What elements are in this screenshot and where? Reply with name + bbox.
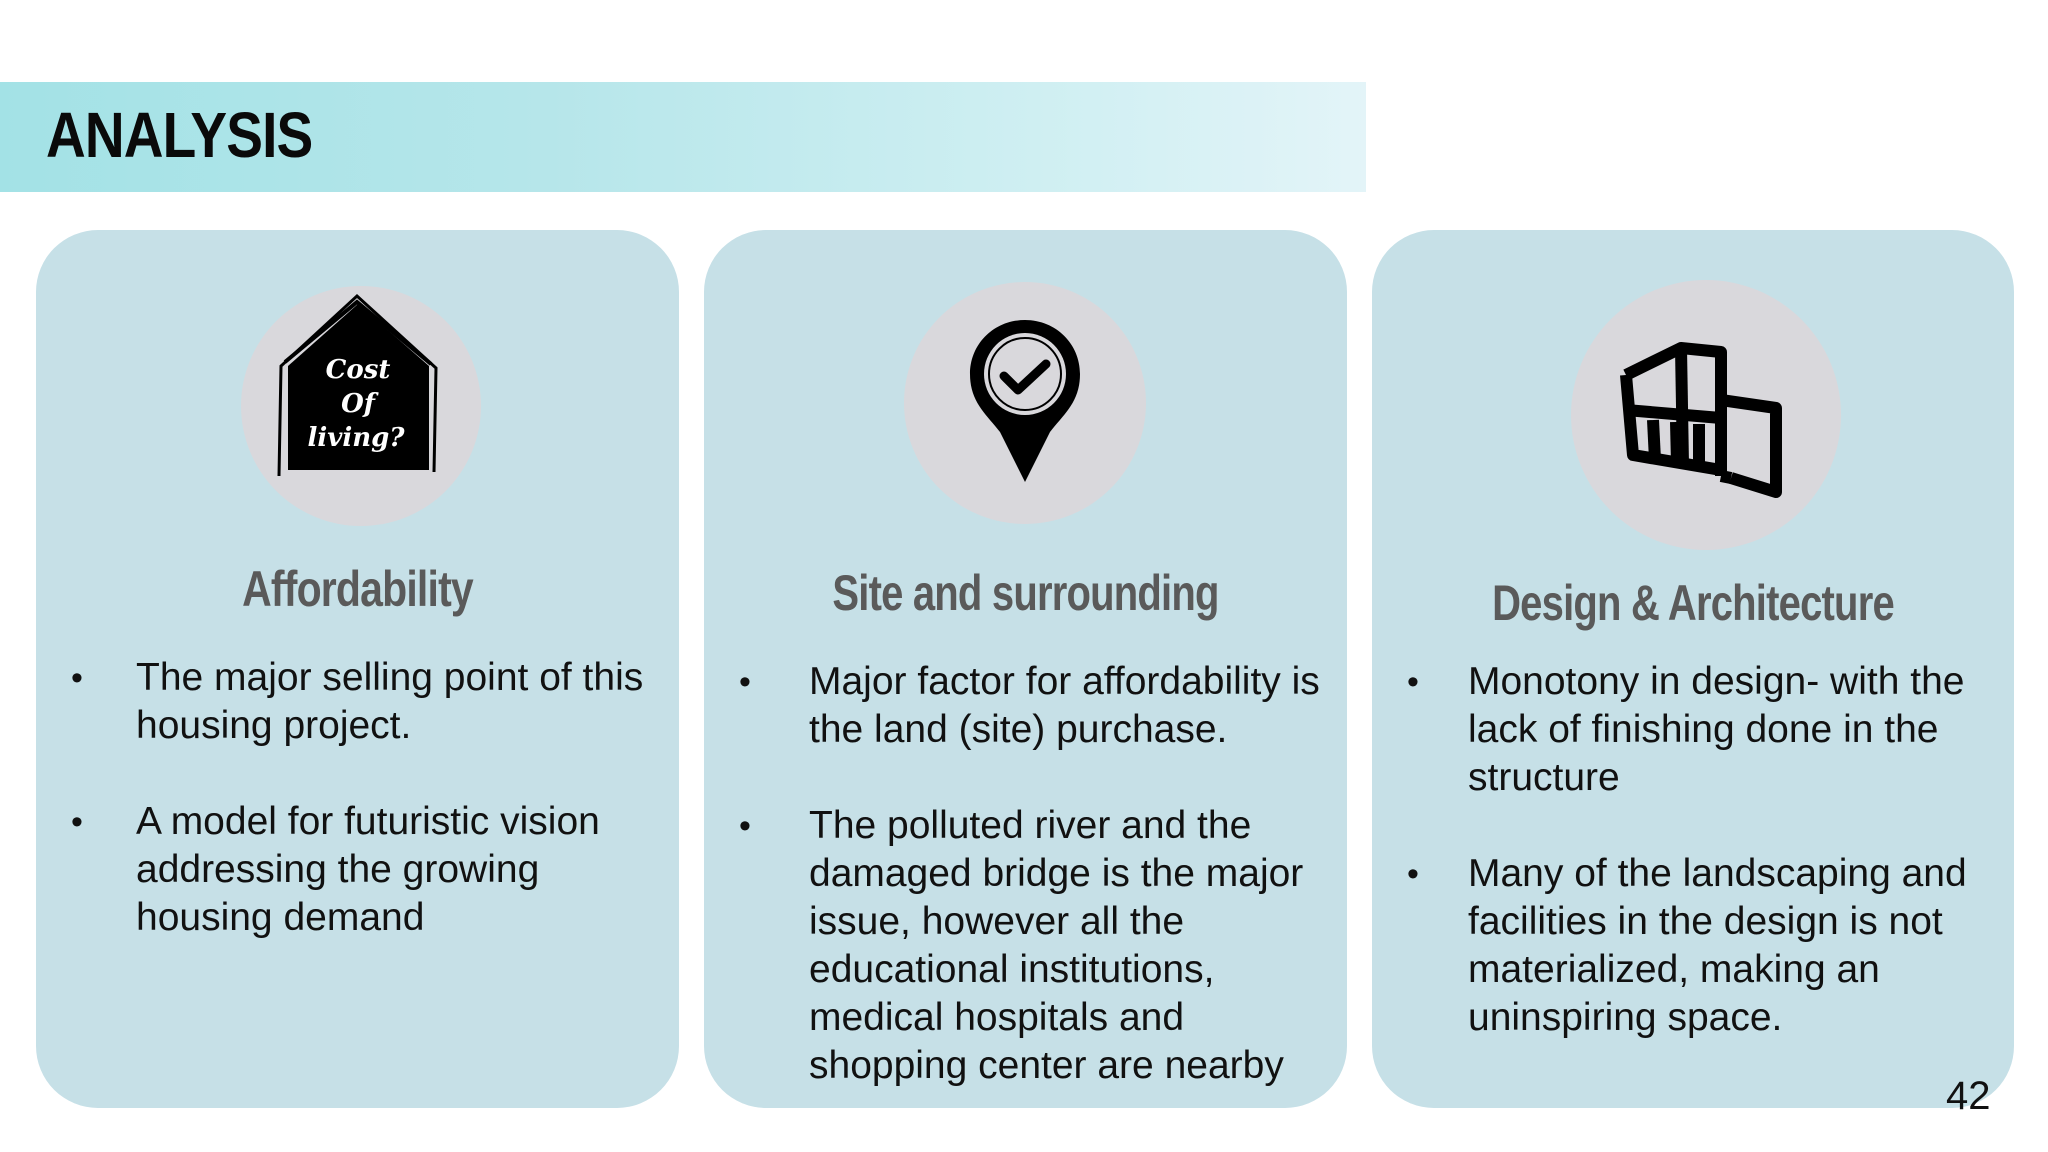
list-item: •The major selling point of this housing… — [71, 656, 644, 747]
icon-circle: Cost Of living? — [241, 286, 481, 526]
list-item: •Many of the landscaping and facilities … — [1407, 852, 1967, 1039]
card-affordability: Cost Of living? Affordability •The major… — [36, 230, 679, 1108]
card-heading: Design & Architecture — [1492, 575, 1895, 631]
house-icon-text-line2: Of — [341, 389, 379, 419]
page-number: 42 — [1946, 1074, 1991, 1118]
bullet-list: •The major selling point of this housing… — [36, 654, 676, 990]
list-item: • A model for futuristic vision addressi… — [71, 800, 600, 939]
card-heading: Affordability — [242, 561, 474, 617]
list-item: •The polluted river and the damaged brid… — [739, 804, 1304, 1087]
bullet-text: The polluted river and the damaged bridg… — [809, 804, 1304, 1087]
building-icon — [1620, 342, 1782, 498]
slide-title: ANALYSIS — [46, 99, 313, 171]
house-cost-of-living-icon: Cost Of living? — [277, 293, 438, 477]
icon-circle — [1571, 280, 1841, 550]
house-icon-text-line3: living? — [307, 423, 405, 453]
card-design-architecture: Design & Architecture •Monotony in desig… — [1372, 230, 2014, 1108]
title-band — [0, 82, 1366, 192]
list-item: •Major factor for affordability is the l… — [739, 660, 1320, 751]
bullet-list: •Monotony in design- with the lack of fi… — [1372, 658, 2012, 1090]
location-pin-check-icon — [970, 320, 1080, 482]
card-site-and-surrounding: Site and surrounding •Major factor for a… — [704, 230, 1347, 1108]
bullet-text: The major selling point of this housing … — [136, 656, 644, 747]
bullet-text: Monotony in design- with the lack of fin… — [1468, 660, 1965, 799]
house-icon-text-line1: Cost — [326, 355, 391, 385]
list-item: •Monotony in design- with the lack of fi… — [1407, 660, 1965, 799]
bullet-text: Major factor for affordability is the la… — [809, 660, 1320, 751]
bullet-text: Many of the landscaping and facilities i… — [1468, 852, 1967, 1039]
icon-circle — [904, 282, 1146, 524]
bullet-text: A model for futuristic vision addressing… — [136, 800, 600, 939]
card-heading: Site and surrounding — [832, 565, 1219, 621]
bullet-list: •Major factor for affordability is the l… — [704, 658, 1344, 1138]
